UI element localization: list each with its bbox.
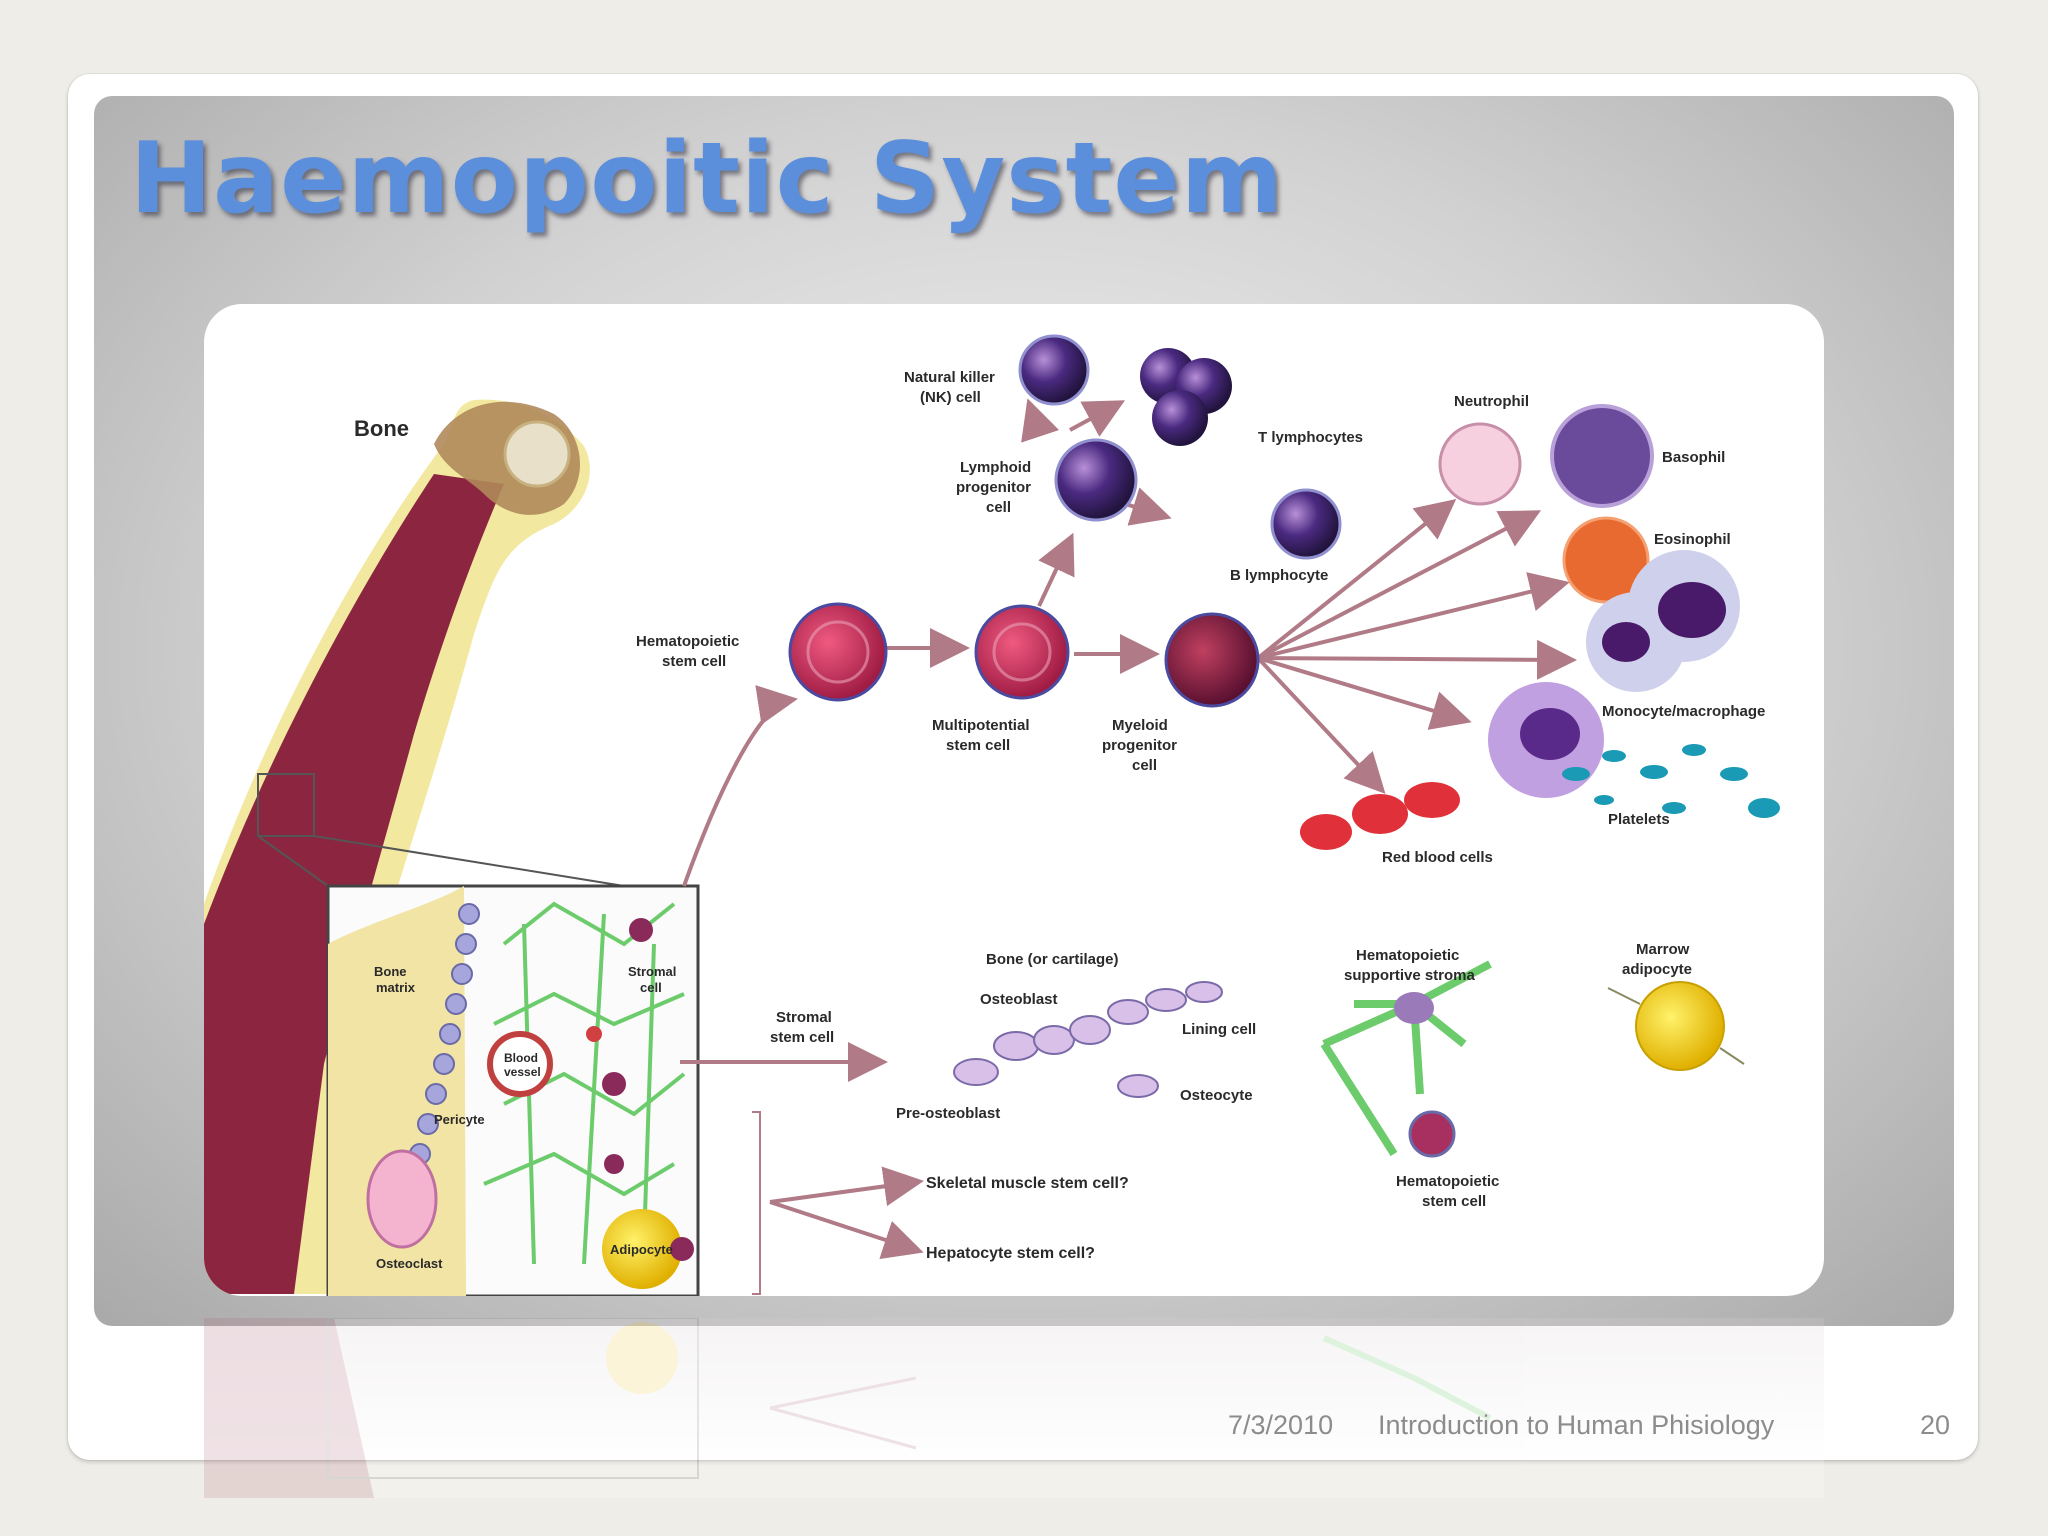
label-adipocyte: Adipocyte [610,1242,673,1257]
label-bone-cartilage: Bone (or cartilage) [986,951,1119,968]
label-osteoclast: Osteoclast [376,1256,443,1271]
lymphoid-progenitor-cell [1054,438,1138,522]
marrow-inset [326,884,700,1296]
label-lymphoid-3: cell [986,499,1011,516]
platelets-cells [1562,744,1780,818]
hematopoietic-stem-cell [788,602,888,702]
label-stromal-cell-1: Stromal [628,964,676,979]
label-myeloid-1: Myeloid [1112,717,1168,734]
bone-illustration [204,399,625,1294]
label-hsc2-2: stem cell [1422,1193,1486,1210]
label-skeletal-muscle: Skeletal muscle stem cell? [926,1175,1129,1192]
label-pre-osteoblast: Pre-osteoblast [896,1105,1000,1122]
b-lymphocyte-cell [1270,488,1342,560]
label-hsc2-1: Hematopoietic [1396,1173,1499,1190]
red-blood-cells-shapes [1300,782,1460,850]
label-stromal-stem-1: Stromal [776,1009,832,1026]
diagram-svg: Bone Bone matrix Str [204,334,1780,1296]
macrophage-cell [1488,682,1604,798]
neutrophil-cell [1438,422,1522,506]
myeloid-progenitor-cell [1164,612,1260,708]
slide-title: Haemopoitic System [130,122,1284,236]
label-blood-vessel-2: vessel [504,1065,541,1079]
footer-title: Introduction to Human Phisiology [1378,1410,1775,1440]
lineage-arrows [680,398,1577,1260]
marrow-adipocyte-cell [1607,981,1745,1071]
label-multipotential-2: stem cell [946,737,1010,754]
footer-page-number: 20 [1920,1410,1951,1440]
label-stromal-stem-2: stem cell [770,1029,834,1046]
nk-cell [1018,334,1090,406]
label-nk-1: Natural killer [904,369,995,386]
label-platelets: Platelets [1608,811,1670,828]
label-t-lymphocytes: T lymphocytes [1258,429,1363,446]
osteoblast-chain [953,981,1223,1098]
label-stroma-1: Hematopoietic [1356,947,1459,964]
multipotential-stem-cell [974,604,1070,700]
monocyte-cells [1586,550,1740,692]
label-hsc-1: Hematopoietic [636,633,739,650]
label-osteocyte: Osteocyte [1180,1087,1253,1104]
label-blood-vessel-1: Blood [504,1051,538,1065]
t-lymphocytes-cells [1140,348,1232,446]
label-eosinophil: Eosinophil [1654,531,1731,548]
label-stromal-cell-2: cell [640,980,662,995]
label-myeloid-2: progenitor [1102,737,1177,754]
reflection-svg [204,1318,1492,1498]
label-lymphoid-2: progenitor [956,479,1031,496]
label-bone: Bone [354,416,409,441]
label-nk-2: (NK) cell [920,389,981,406]
diagram-reflection [204,1318,1824,1498]
label-red-blood-cells: Red blood cells [1382,849,1493,866]
label-multipotential-1: Multipotential [932,717,1030,734]
label-hsc-2: stem cell [662,653,726,670]
label-lining-cell: Lining cell [1182,1021,1256,1038]
haemopoietic-diagram: Bone Bone matrix Str [204,304,1824,1296]
label-marrow-adipocyte-2: adipocyte [1622,961,1692,978]
label-monocyte: Monocyte/macrophage [1602,703,1765,720]
basophil-cell [1550,404,1654,508]
label-basophil: Basophil [1662,449,1725,466]
stroma-cell-shape [1320,960,1492,1158]
label-neutrophil: Neutrophil [1454,393,1529,410]
footer-date: 7/3/2010 [1228,1410,1334,1440]
label-bone-matrix-2: matrix [376,980,416,995]
label-marrow-adipocyte-1: Marrow [1636,941,1690,958]
label-stroma-2: supportive stroma [1344,967,1476,984]
label-bone-matrix-1: Bone [374,964,407,979]
label-b-lymphocyte: B lymphocyte [1230,567,1328,584]
label-pericyte: Pericyte [434,1112,485,1127]
label-hepatocyte: Hepatocyte stem cell? [926,1245,1095,1262]
label-lymphoid-1: Lymphoid [960,459,1031,476]
label-osteoblast: Osteoblast [980,991,1058,1008]
label-myeloid-3: cell [1132,757,1157,774]
